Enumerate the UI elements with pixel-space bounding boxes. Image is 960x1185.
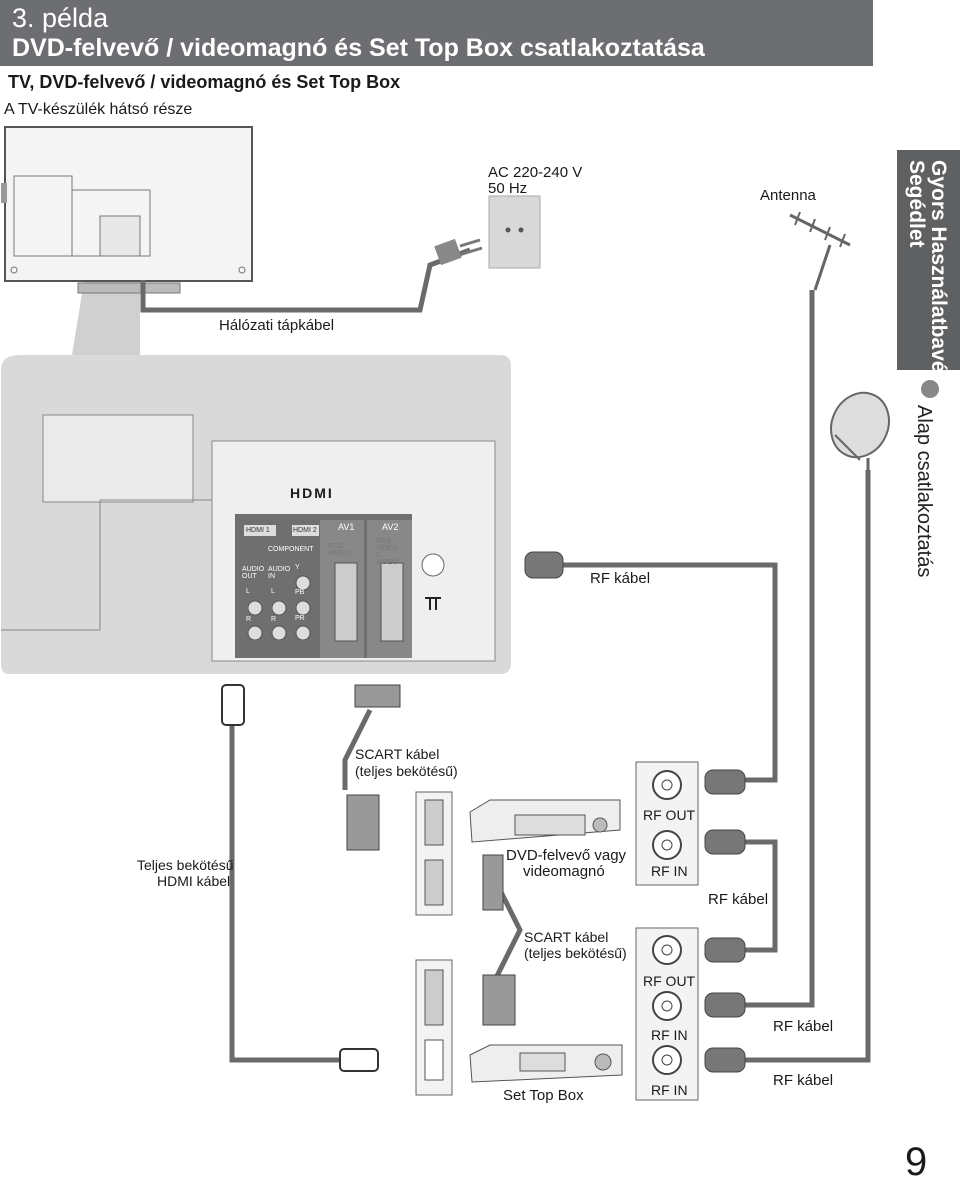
hdmi-logo: HDMI	[290, 485, 334, 501]
mains-cable-label: Hálózati tápkábel	[219, 317, 335, 334]
page-title: DVD-felvevő / videomagnó és Set Top Box …	[12, 34, 705, 62]
rf-connectors	[524, 551, 746, 1073]
rf-cable-label-mid: RF kábel	[708, 891, 769, 908]
av2-label: AV2	[382, 522, 399, 532]
section-title: TV, DVD-felvevő / videomagnó és Set Top …	[8, 72, 401, 92]
scart-cable-label-1: SCART kábel	[355, 746, 440, 762]
av1-label: AV1	[338, 522, 355, 532]
sidebar-section: Alap csatlakoztatás	[913, 405, 935, 578]
dvd-label-1: DVD-felvevő vagy	[506, 847, 627, 864]
y-label: Y	[295, 564, 300, 571]
l-label: L	[246, 588, 250, 595]
scart-connector-top	[354, 684, 401, 708]
hdmi-connector-top	[221, 684, 245, 726]
tv-back-illustration	[1, 126, 253, 294]
av2-signal-label: RGB VIDEO S VIDEO	[376, 538, 398, 566]
rf-out-label-2: RF OUT	[643, 973, 696, 989]
rf-cable-label: RF kábel	[590, 570, 651, 587]
rf-in-label-2: RF IN	[651, 1027, 688, 1043]
satellite-dish-illustration	[830, 391, 890, 470]
antenna-illustration	[789, 211, 851, 291]
pr-label: PR	[295, 615, 305, 622]
rf-in-label-3: RF IN	[651, 1082, 688, 1098]
component-label: COMPONENT	[268, 546, 314, 553]
frequency-label: 50 Hz	[488, 180, 528, 197]
hdmi-cable-label-1: Teljes bekötésű	[137, 857, 234, 873]
example-number: 3. példa	[12, 3, 109, 33]
page-number: 9	[905, 1140, 928, 1184]
l-label-in: L	[271, 588, 275, 595]
rf-out-label-1: RF OUT	[643, 807, 696, 823]
r-label: R	[246, 616, 252, 623]
hdmi-connector-bottom	[339, 1048, 379, 1072]
pb-label: PB	[295, 589, 305, 596]
scart-connector-dvd	[346, 794, 380, 851]
sidebar-title-line1: Gyors Használatbavételi	[927, 160, 950, 403]
scart-cable-label-2b: (teljes bekötésű)	[524, 945, 627, 961]
hdmi2-label: HDMI 2	[293, 527, 317, 534]
audio-out-label: AUDIO OUT	[242, 566, 265, 580]
section-subtitle: A TV-készülék hátsó része	[4, 101, 193, 118]
tv-panel-enlarged	[1, 355, 511, 674]
cables	[229, 290, 871, 1063]
hdmi1-label: HDMI 1	[246, 527, 270, 534]
audio-in-label: AUDIO IN	[268, 566, 291, 580]
scart-connector-stb	[482, 974, 516, 1026]
rf-cable-label-low1: RF kábel	[773, 1018, 834, 1035]
set-top-box-label: Set Top Box	[503, 1087, 584, 1104]
wall-socket	[488, 195, 541, 269]
page-header: 3. példa DVD-felvevő / videomagnó és Set…	[0, 0, 873, 66]
section-bullet-icon	[921, 380, 939, 398]
dvd-label-2: videomagnó	[523, 863, 605, 880]
sidebar-title: Gyors Használatbavételi Segédlet	[905, 160, 950, 403]
antenna-label: Antenna	[760, 187, 816, 204]
scart-cable-label-1b: (teljes bekötésű)	[355, 763, 458, 779]
sidebar-tab: Gyors Használatbavételi Segédlet	[897, 150, 960, 403]
av1-signal-label: RGB VIDEO	[328, 543, 350, 557]
rf-in-label-1: RF IN	[651, 863, 688, 879]
rf-cable-label-low2: RF kábel	[773, 1072, 834, 1089]
dvd-recorder-device	[415, 761, 699, 916]
hdmi-cable-label-2: HDMI kábel	[157, 873, 231, 889]
scart-cable-label-2: SCART kábel	[524, 929, 609, 945]
set-top-box-device	[415, 927, 699, 1101]
sidebar-title-line2: Segédlet	[905, 160, 928, 248]
voltage-label: AC 220-240 V	[488, 164, 583, 181]
r-label-in: R	[271, 616, 277, 623]
